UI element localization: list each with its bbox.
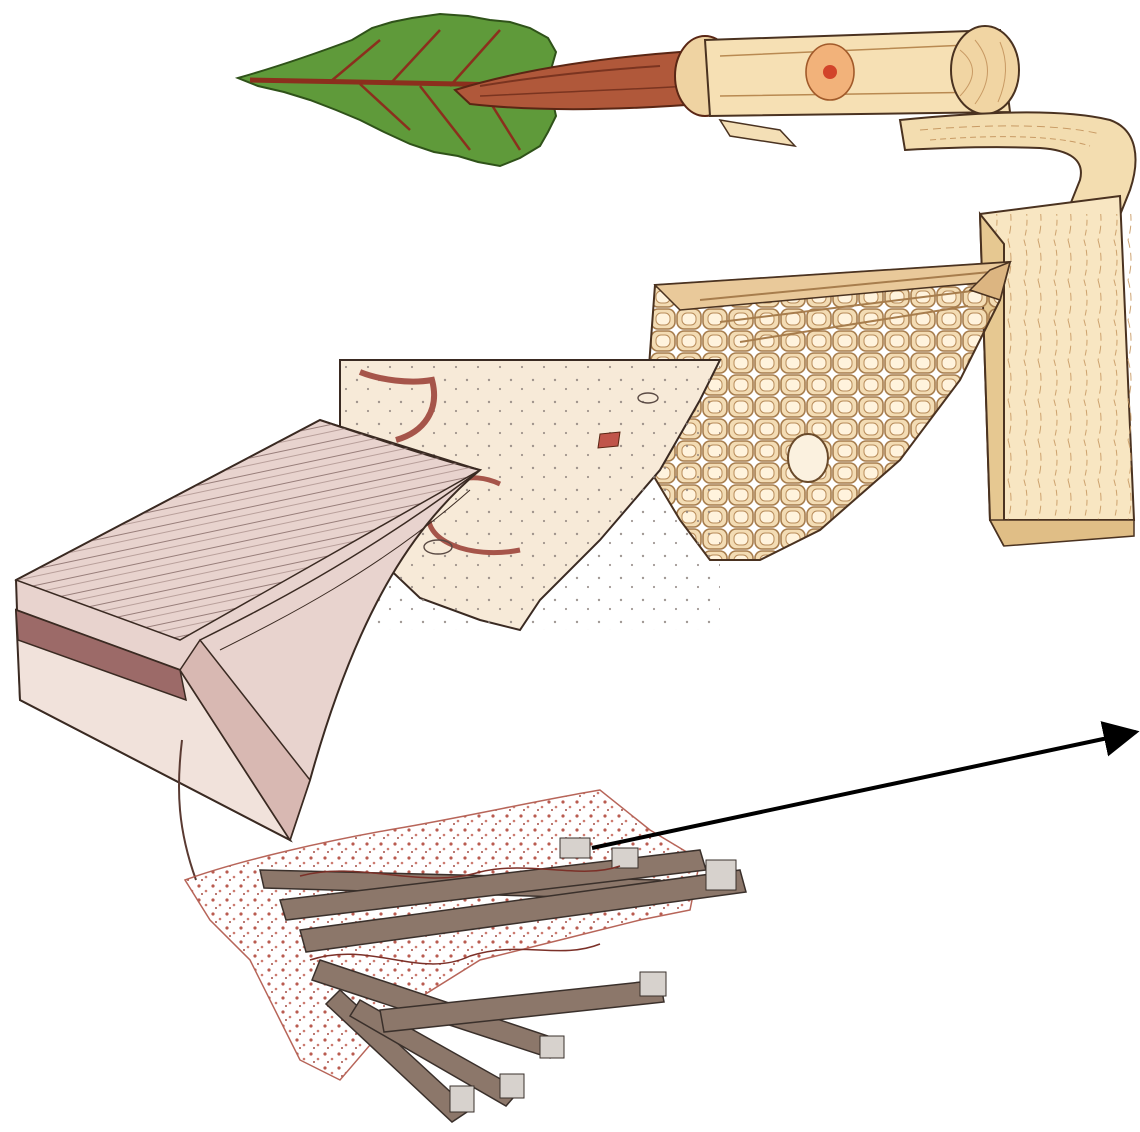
pointer-arrow xyxy=(592,732,1136,848)
fibril-end-2 xyxy=(612,848,638,868)
microfibril-network xyxy=(185,790,746,1122)
resin-canal xyxy=(788,434,828,482)
fibril-end-6 xyxy=(640,972,666,996)
matrix-hemicellulose xyxy=(185,790,700,1080)
peeled-sliver xyxy=(720,120,795,146)
fibril-end-5 xyxy=(540,1036,564,1058)
fibril-end-7 xyxy=(706,860,736,890)
fibril-end-3 xyxy=(450,1086,474,1112)
log-end-grain xyxy=(951,26,1019,114)
fibril-end-4 xyxy=(500,1074,524,1098)
fibril-end-1 xyxy=(560,838,590,858)
